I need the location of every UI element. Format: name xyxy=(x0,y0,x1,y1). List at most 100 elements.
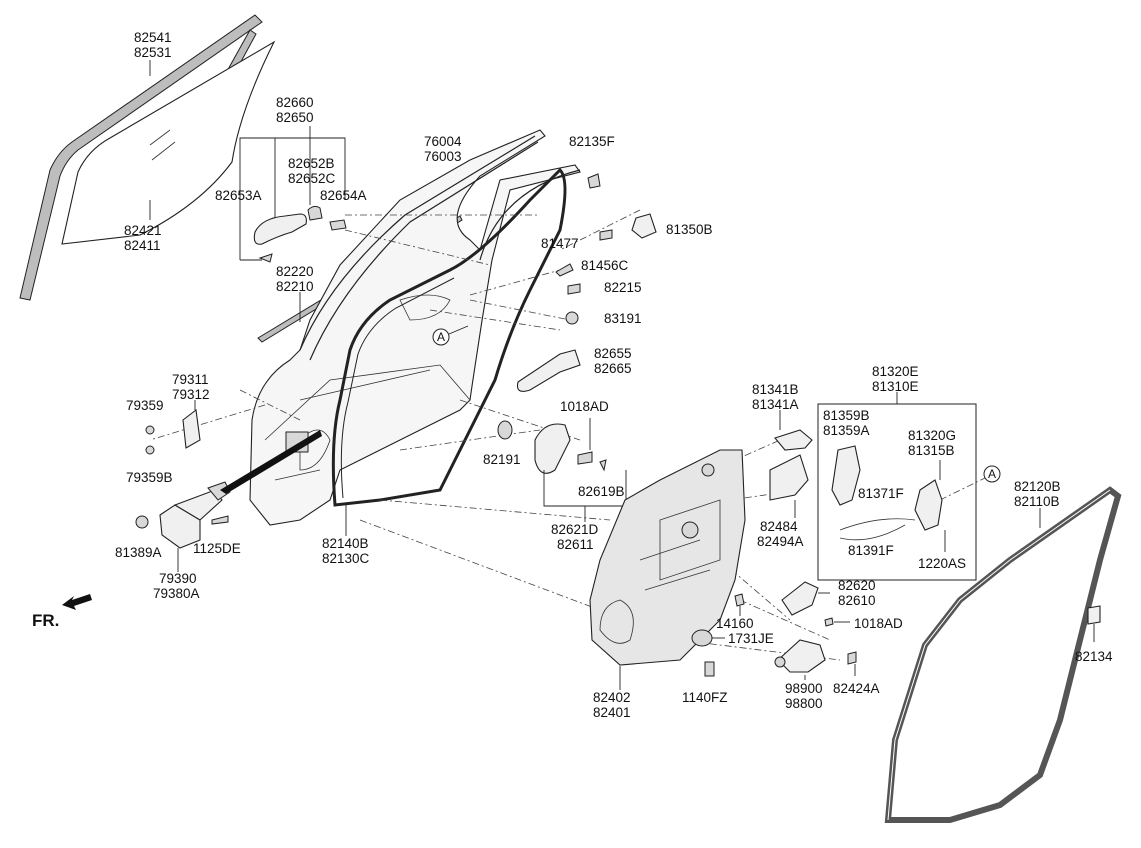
window-motor xyxy=(774,639,826,673)
label-82494a: 82494A xyxy=(757,534,804,549)
tape-82134 xyxy=(1087,605,1101,625)
label-81477: 81477 xyxy=(541,236,579,251)
label-79390: 79390 xyxy=(159,571,197,586)
label-82401: 82401 xyxy=(593,705,631,720)
label-1018ad-top: 1018AD xyxy=(560,399,609,414)
front-direction-arrow: FR. xyxy=(32,594,92,630)
window-switch xyxy=(781,581,834,627)
label-82621d: 82621D xyxy=(551,522,599,537)
label-1125de: 1125DE xyxy=(193,541,241,556)
label-82660: 82660 xyxy=(276,95,314,110)
outside-door-handle xyxy=(253,205,347,263)
label-98900: 98900 xyxy=(785,681,823,696)
svg-text:FR.: FR. xyxy=(32,611,59,630)
door-checker xyxy=(135,430,322,549)
label-83191: 83191 xyxy=(604,311,642,326)
screw-82424 xyxy=(847,651,857,665)
label-82620: 82620 xyxy=(838,578,876,593)
part-labels: 82541 82531 82421 82411 82660 82650 8265… xyxy=(115,30,1113,720)
label-81341b: 81341B xyxy=(752,382,799,397)
label-82140b: 82140B xyxy=(322,536,369,551)
label-82424a: 82424A xyxy=(833,681,880,696)
latch-cover xyxy=(831,445,861,506)
label-79312: 79312 xyxy=(172,387,210,402)
label-81359a: 81359A xyxy=(823,423,870,438)
door-module-panel xyxy=(589,449,746,666)
label-81456c: 81456C xyxy=(581,258,629,273)
label-82650: 82650 xyxy=(276,110,314,125)
label-79359: 79359 xyxy=(126,398,164,413)
label-82531: 82531 xyxy=(134,45,172,60)
door-weather-strip xyxy=(331,167,567,507)
label-82665: 82665 xyxy=(594,361,632,376)
label-82134: 82134 xyxy=(1075,649,1113,664)
body-side-weatherstrip xyxy=(884,486,1122,823)
plug-1731 xyxy=(691,629,713,647)
label-1220as: 1220AS xyxy=(918,556,966,571)
label-82652b: 82652B xyxy=(288,156,335,171)
label-82130c: 82130C xyxy=(322,551,370,566)
label-82654a: 82654A xyxy=(320,188,367,203)
outside-handle-bracket xyxy=(239,126,346,261)
label-82619b: 82619B xyxy=(578,484,625,499)
hinge-screw xyxy=(145,425,155,455)
label-82611: 82611 xyxy=(557,537,594,552)
label-82653a: 82653A xyxy=(215,188,262,203)
label-81371f: 81371F xyxy=(858,486,904,501)
label-82652c: 82652C xyxy=(288,171,336,186)
svg-text:A: A xyxy=(437,330,445,344)
door-latch xyxy=(914,479,943,531)
label-1018ad-bot: 1018AD xyxy=(854,616,903,631)
label-82191: 82191 xyxy=(483,452,521,467)
label-81350b: 81350B xyxy=(666,222,713,237)
label-81359b: 81359B xyxy=(823,408,870,423)
label-82541: 82541 xyxy=(134,30,172,45)
inside-door-handle xyxy=(516,349,581,392)
label-79359b: 79359B xyxy=(126,470,173,485)
label-81320g: 81320G xyxy=(908,428,956,443)
label-81320e: 81320E xyxy=(872,364,919,379)
label-82215: 82215 xyxy=(604,280,642,295)
label-82220: 82220 xyxy=(276,264,314,279)
label-82610: 82610 xyxy=(838,593,876,608)
label-98800: 98800 xyxy=(785,696,823,711)
label-82402: 82402 xyxy=(593,690,631,705)
callout-a-right: A xyxy=(983,465,1001,483)
label-82210: 82210 xyxy=(276,279,314,294)
label-82421: 82421 xyxy=(124,223,162,238)
label-82110b: 82110B xyxy=(1014,494,1060,509)
label-82655: 82655 xyxy=(594,346,632,361)
door-frame xyxy=(249,129,581,526)
label-81315b: 81315B xyxy=(908,443,955,458)
label-1140fz: 1140FZ xyxy=(682,690,728,705)
label-82411: 82411 xyxy=(124,238,161,253)
label-81389a: 81389A xyxy=(115,545,162,560)
svg-text:A: A xyxy=(988,467,996,481)
door-hinge xyxy=(182,400,201,449)
inside-handle-cover xyxy=(534,423,607,474)
lock-rods xyxy=(839,518,916,541)
lock-actuator xyxy=(769,454,809,501)
label-81310e: 81310E xyxy=(872,379,919,394)
grommet xyxy=(497,420,513,440)
label-14160: 14160 xyxy=(716,616,754,631)
label-79311: 79311 xyxy=(172,372,209,387)
label-1731je: 1731JE xyxy=(728,631,774,646)
upper-bracket xyxy=(587,173,601,189)
door-striker xyxy=(599,213,657,241)
pin-14160 xyxy=(734,593,745,607)
label-82120b: 82120B xyxy=(1014,479,1061,494)
door-glass xyxy=(61,40,276,245)
label-81341a: 81341A xyxy=(752,397,799,412)
lock-cable xyxy=(774,429,813,451)
label-82484: 82484 xyxy=(760,519,798,534)
label-82135f: 82135F xyxy=(569,134,615,149)
label-81391f: 81391F xyxy=(848,543,894,558)
bolts-and-pads xyxy=(555,263,581,325)
label-79380a: 79380A xyxy=(153,586,200,601)
label-76004: 76004 xyxy=(424,134,462,149)
bolt-1140 xyxy=(704,661,715,677)
callout-a-left: A xyxy=(432,325,469,346)
label-76003: 76003 xyxy=(424,149,462,164)
